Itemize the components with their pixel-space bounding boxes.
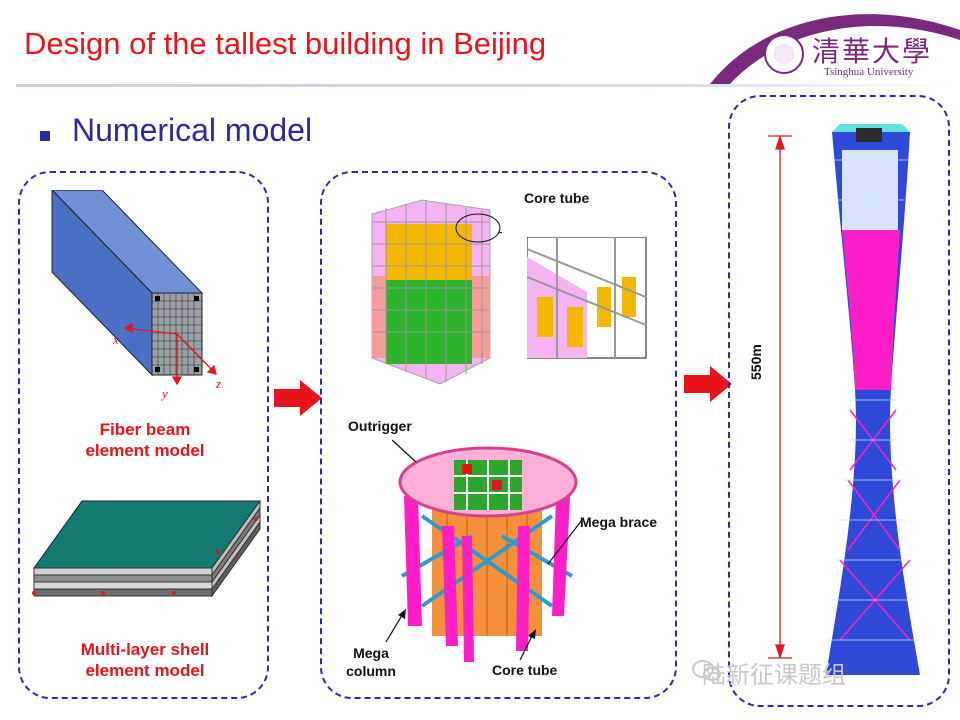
watermark-text: 陆新征课题组 bbox=[702, 655, 846, 690]
flow-arrow-icon bbox=[684, 366, 732, 402]
slide-title: Design of the tallest building in Beijin… bbox=[24, 26, 546, 62]
core-tube-pointer bbox=[516, 628, 540, 662]
section-heading: Numerical model bbox=[72, 112, 312, 149]
core-tube-bottom-label: Core tube bbox=[492, 662, 557, 678]
height-dimension-label: 550m bbox=[748, 344, 764, 380]
mega-column-pointer bbox=[382, 608, 412, 644]
bullet-icon bbox=[40, 131, 50, 141]
mega-column-label-line2: column bbox=[336, 662, 406, 680]
flow-arrow-icon bbox=[274, 380, 322, 416]
tsinghua-seal-icon bbox=[764, 34, 804, 74]
tower-model-figure bbox=[760, 120, 940, 695]
multi-layer-shell-caption: Multi-layer shell element model bbox=[40, 639, 250, 681]
x-axis-label: x bbox=[113, 332, 119, 348]
fiber-beam-figure bbox=[40, 190, 260, 405]
shell-caption-line1: Multi-layer shell bbox=[40, 639, 250, 660]
z-axis-label: z bbox=[216, 376, 221, 392]
core-tube-detail-figure bbox=[527, 237, 647, 359]
fiber-caption-line1: Fiber beam bbox=[40, 419, 250, 440]
multi-layer-shell-figure bbox=[28, 495, 263, 605]
mega-column-label-line1: Mega bbox=[336, 644, 406, 662]
logo-english-name: Tsinghua University bbox=[824, 66, 913, 78]
core-tube-top-label: Core tube bbox=[524, 190, 589, 206]
title-divider bbox=[16, 84, 960, 87]
mega-column-label: Mega column bbox=[336, 644, 406, 680]
core-tube-model-figure bbox=[362, 188, 502, 386]
shell-caption-line2: element model bbox=[40, 660, 250, 681]
y-axis-label: y bbox=[162, 386, 168, 402]
outrigger-model-figure bbox=[392, 436, 584, 664]
fiber-beam-caption: Fiber beam element model bbox=[40, 419, 250, 461]
logo-chinese-name: 清華大學 bbox=[812, 30, 932, 70]
mega-brace-label: Mega brace bbox=[580, 514, 657, 530]
fiber-caption-line2: element model bbox=[40, 440, 250, 461]
outrigger-label: Outrigger bbox=[348, 418, 412, 434]
